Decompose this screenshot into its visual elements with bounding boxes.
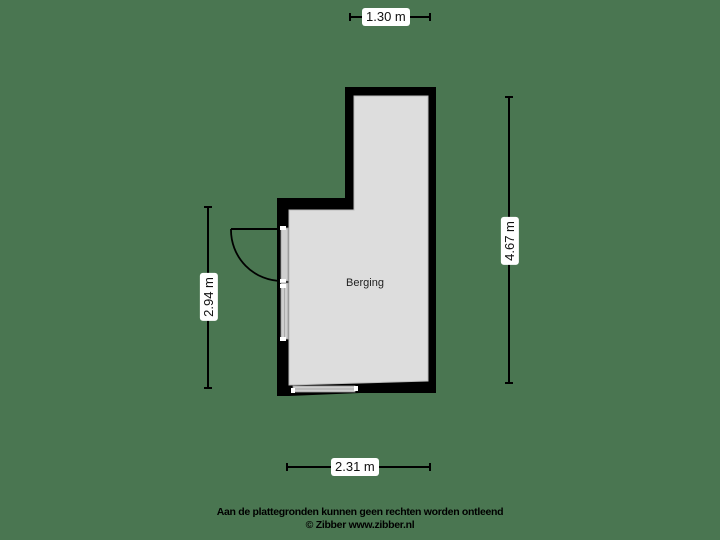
- dimension-label-bottom: 2.31 m: [331, 458, 379, 476]
- door-opening: [280, 227, 289, 282]
- window-bottom: [291, 385, 358, 393]
- dimension-label-right: 4.67 m: [500, 217, 519, 265]
- dimension-label-top: 1.30 m: [362, 8, 410, 26]
- room-label-berging: Berging: [346, 277, 384, 289]
- footer-disclaimer: Aan de plattegronden kunnen geen rechten…: [216, 506, 504, 518]
- room-floor-berging: [288, 95, 429, 386]
- dimension-label-left: 2.94 m: [199, 273, 218, 321]
- footer-copyright: © Zibber www.zibber.nl: [305, 519, 415, 531]
- window-left: [280, 282, 289, 341]
- door-swing-icon: [230, 228, 283, 282]
